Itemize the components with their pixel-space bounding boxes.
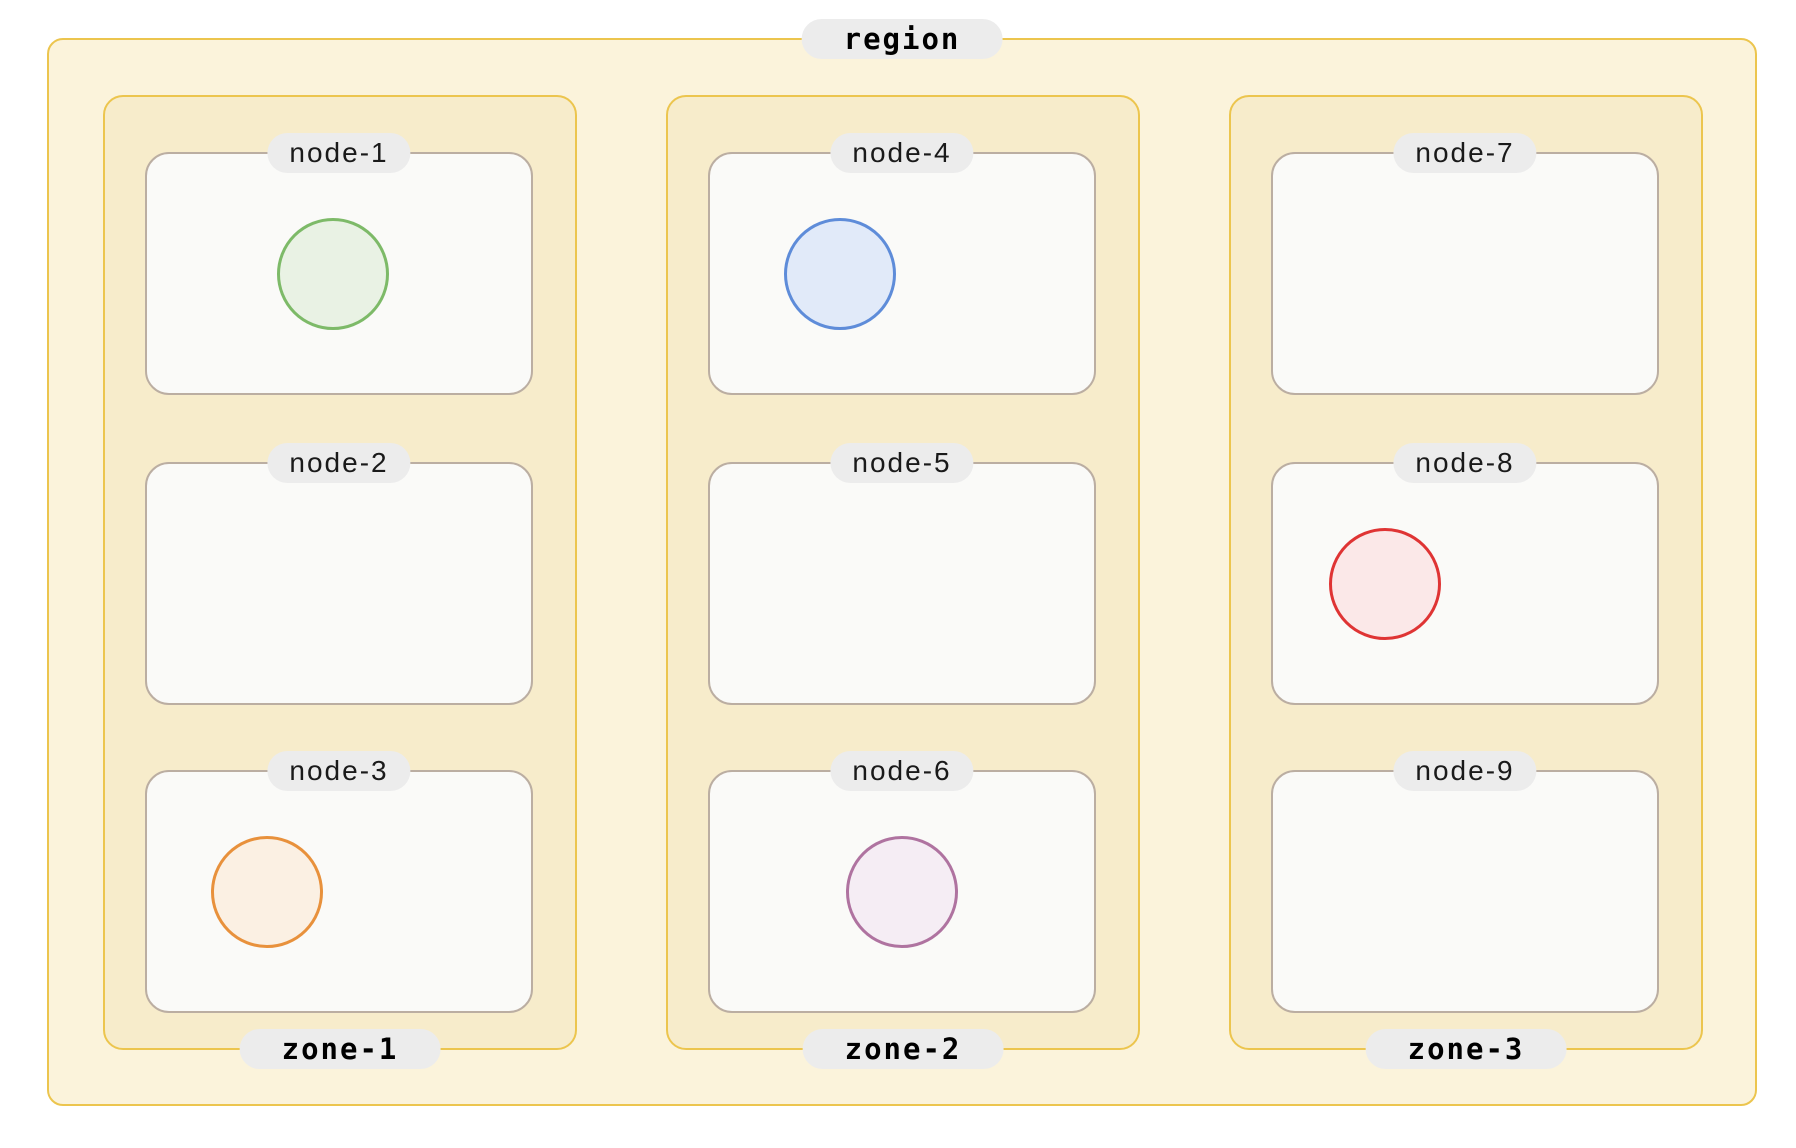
region-container: region node-1 node-2 node-3 zone-1 node-… (47, 19, 1757, 1106)
pod-circle (784, 217, 896, 330)
node-box-3: node-3 (145, 751, 533, 1013)
node-box-4: node-4 (708, 133, 1096, 395)
zone-label: zone-1 (239, 1029, 441, 1069)
node-label: node-3 (267, 751, 411, 791)
node-box-8: node-8 (1271, 443, 1659, 705)
pod-circle (211, 835, 323, 948)
node-label: node-1 (267, 133, 411, 173)
node-label: node-5 (830, 443, 974, 483)
zone-container-2: node-4 node-5 node-6 zone-2 (666, 95, 1140, 1069)
node-box-5: node-5 (708, 443, 1096, 705)
node-box-1: node-1 (145, 133, 533, 395)
zone-label: zone-3 (1365, 1029, 1567, 1069)
pod-circle (846, 835, 958, 948)
node-box-2: node-2 (145, 443, 533, 705)
node-label: node-9 (1393, 751, 1537, 791)
node-box-9: node-9 (1271, 751, 1659, 1013)
pod-circle (277, 217, 389, 330)
node-label: node-2 (267, 443, 411, 483)
region-label: region (801, 19, 1003, 59)
zone-container-3: node-7 node-8 node-9 zone-3 (1229, 95, 1703, 1069)
node-label: node-7 (1393, 133, 1537, 173)
zone-label: zone-2 (802, 1029, 1004, 1069)
node-label: node-8 (1393, 443, 1537, 483)
node-label: node-6 (830, 751, 974, 791)
node-label: node-4 (830, 133, 974, 173)
node-box-6: node-6 (708, 751, 1096, 1013)
zone-container-1: node-1 node-2 node-3 zone-1 (103, 95, 577, 1069)
node-box-7: node-7 (1271, 133, 1659, 395)
pod-circle (1329, 527, 1441, 640)
